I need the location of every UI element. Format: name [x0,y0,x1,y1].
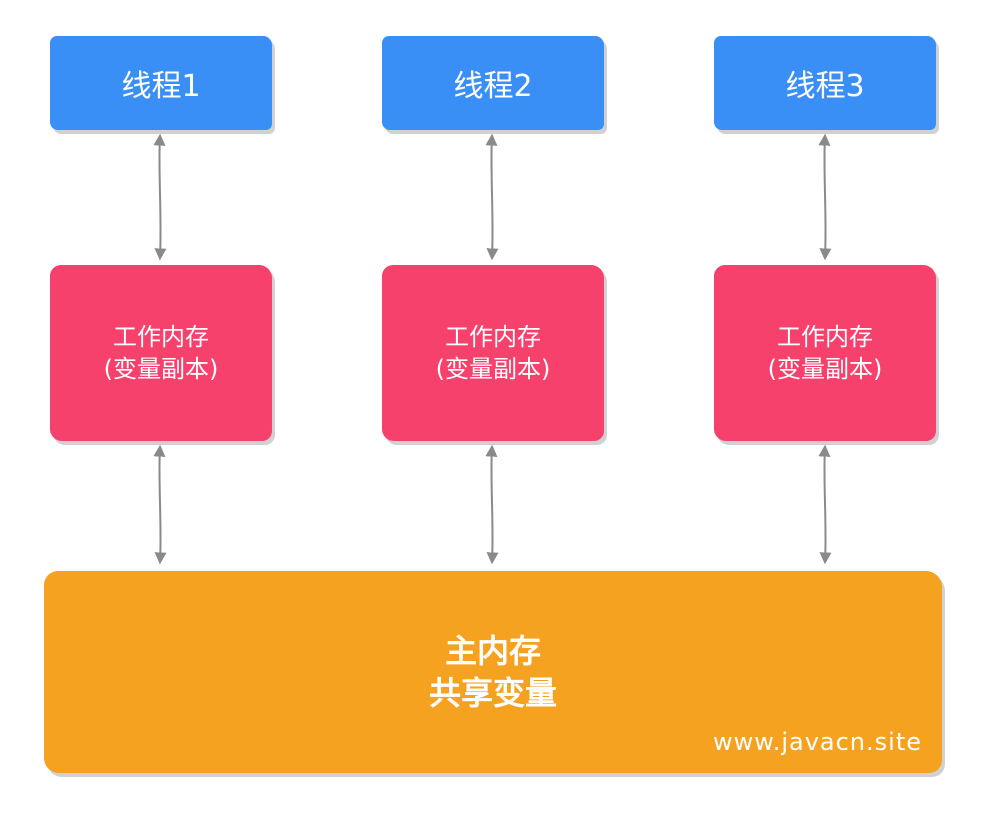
main-memory-subtitle: 共享变量 [428,674,557,712]
arrow-thread1-to-work1 [153,133,167,261]
arrow-work3-to-main [818,444,832,565]
working-memory-title: 工作内存 [113,323,209,351]
thread-box-1: 线程1 [50,36,272,130]
arrow-work1-to-main [153,444,167,565]
arrow-thread3-to-work3 [818,133,832,261]
working-memory-subtitle: (变量副本) [435,355,551,383]
working-memory-subtitle: (变量副本) [767,355,883,383]
working-memory-title: 工作内存 [445,323,541,351]
arrow-thread2-to-work2 [485,133,499,261]
arrow-work2-to-main [485,444,499,565]
working-memory-box-3: 工作内存 (变量副本) [714,265,936,441]
thread-label: 线程3 [785,69,865,104]
working-memory-box-1: 工作内存 (变量副本) [50,265,272,441]
thread-box-3: 线程3 [714,36,936,130]
working-memory-box-2: 工作内存 (变量副本) [382,265,604,441]
main-memory-box: 主内存 共享变量 www.javacn.site [44,571,942,773]
thread-label: 线程1 [121,69,201,104]
working-memory-title: 工作内存 [777,323,873,351]
watermark-text: www.javacn.site [713,728,922,756]
working-memory-subtitle: (变量副本) [103,355,219,383]
thread-label: 线程2 [453,69,533,104]
thread-box-2: 线程2 [382,36,604,130]
main-memory-title: 主内存 [444,632,541,670]
